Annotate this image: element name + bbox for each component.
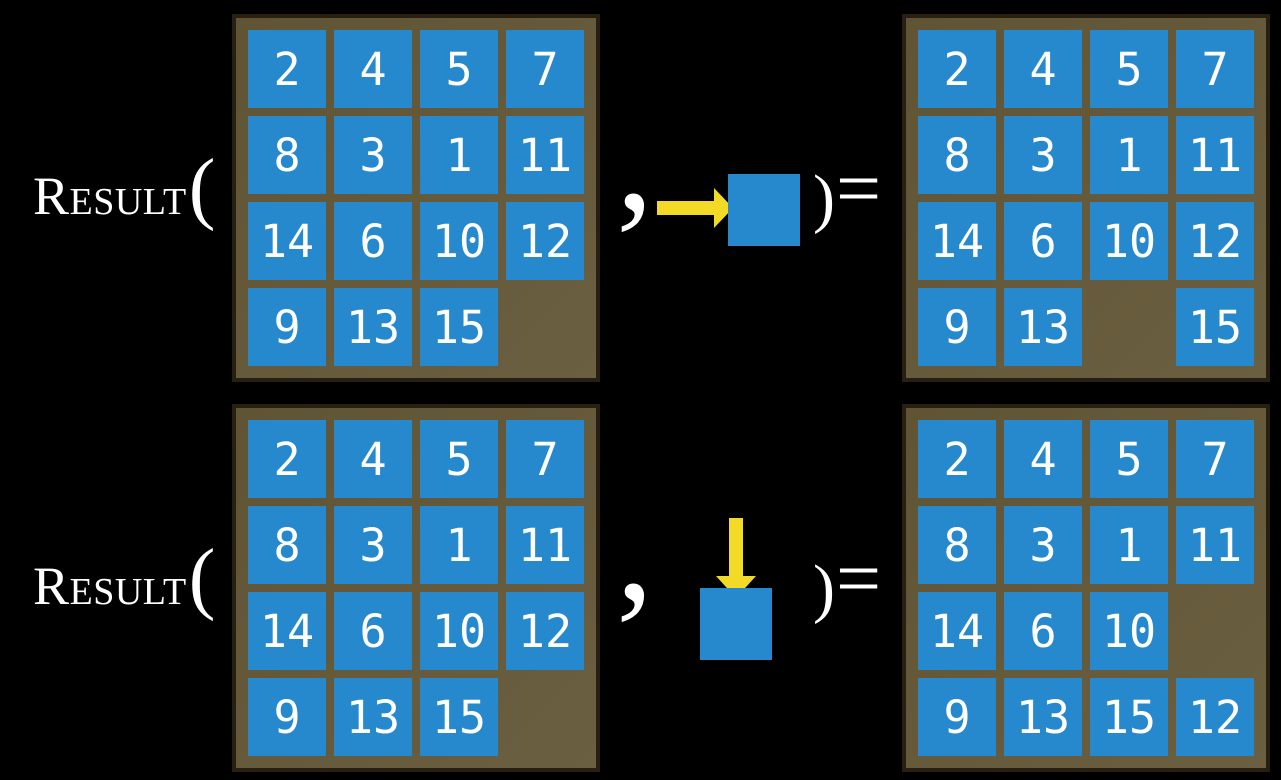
tile-12: 12 — [1176, 202, 1254, 280]
equals-sign: = — [836, 145, 882, 233]
tile-1: 1 — [1090, 116, 1168, 194]
tile-14: 14 — [248, 202, 326, 280]
tile-15: 15 — [420, 678, 498, 756]
function-name: Result — [33, 556, 187, 616]
tile-8: 8 — [918, 506, 996, 584]
tile-6: 6 — [334, 592, 412, 670]
tile-13: 13 — [1004, 678, 1082, 756]
tile-5: 5 — [420, 30, 498, 108]
tile-5: 5 — [1090, 30, 1168, 108]
tile-8: 8 — [248, 116, 326, 194]
tile-11: 11 — [506, 506, 584, 584]
tile-13: 13 — [1004, 288, 1082, 366]
tile-10: 10 — [420, 202, 498, 280]
tile-10: 10 — [420, 592, 498, 670]
action-tile-square — [700, 588, 772, 660]
tile-3: 3 — [334, 506, 412, 584]
tile-14: 14 — [918, 202, 996, 280]
function-label: Result( — [33, 538, 215, 618]
tile-8: 8 — [918, 116, 996, 194]
close-paren: ) — [813, 162, 835, 235]
tile-2: 2 — [918, 30, 996, 108]
blank-cell — [1090, 288, 1168, 366]
tile-11: 11 — [1176, 116, 1254, 194]
comma: , — [616, 76, 654, 242]
blank-cell — [1176, 592, 1254, 670]
blank-cell — [506, 678, 584, 756]
function-label: Result( — [33, 148, 215, 228]
tile-1: 1 — [420, 116, 498, 194]
tile-13: 13 — [334, 678, 412, 756]
tile-4: 4 — [1004, 420, 1082, 498]
tile-10: 10 — [1090, 202, 1168, 280]
open-paren: ( — [188, 144, 216, 232]
tile-2: 2 — [918, 420, 996, 498]
tile-12: 12 — [1176, 678, 1254, 756]
tile-14: 14 — [248, 592, 326, 670]
tile-7: 7 — [506, 420, 584, 498]
tile-15: 15 — [1176, 288, 1254, 366]
tile-3: 3 — [334, 116, 412, 194]
tile-5: 5 — [420, 420, 498, 498]
action-tile-square — [728, 174, 800, 246]
tile-6: 6 — [1004, 202, 1082, 280]
tile-4: 4 — [334, 30, 412, 108]
tile-7: 7 — [1176, 420, 1254, 498]
tile-5: 5 — [1090, 420, 1168, 498]
blank-cell — [506, 288, 584, 366]
tile-7: 7 — [1176, 30, 1254, 108]
tile-7: 7 — [506, 30, 584, 108]
tile-12: 12 — [506, 592, 584, 670]
tile-1: 1 — [420, 506, 498, 584]
function-name: Result — [33, 166, 187, 226]
arrow-right-icon — [657, 188, 733, 228]
tile-11: 11 — [1176, 506, 1254, 584]
tile-4: 4 — [1004, 30, 1082, 108]
tile-10: 10 — [1090, 592, 1168, 670]
tile-9: 9 — [248, 288, 326, 366]
close-paren: ) — [813, 552, 835, 625]
comma: , — [616, 466, 654, 632]
tile-3: 3 — [1004, 116, 1082, 194]
tile-3: 3 — [1004, 506, 1082, 584]
tile-2: 2 — [248, 30, 326, 108]
tile-4: 4 — [334, 420, 412, 498]
tile-14: 14 — [918, 592, 996, 670]
tile-15: 15 — [1090, 678, 1168, 756]
tile-9: 9 — [248, 678, 326, 756]
tile-6: 6 — [334, 202, 412, 280]
tile-13: 13 — [334, 288, 412, 366]
tile-15: 15 — [420, 288, 498, 366]
tile-1: 1 — [1090, 506, 1168, 584]
tile-2: 2 — [248, 420, 326, 498]
tile-6: 6 — [1004, 592, 1082, 670]
tile-9: 9 — [918, 288, 996, 366]
tile-11: 11 — [506, 116, 584, 194]
arrow-down-icon — [716, 518, 756, 598]
equals-sign: = — [836, 535, 882, 623]
tile-9: 9 — [918, 678, 996, 756]
tile-12: 12 — [506, 202, 584, 280]
tile-8: 8 — [248, 506, 326, 584]
open-paren: ( — [188, 534, 216, 622]
